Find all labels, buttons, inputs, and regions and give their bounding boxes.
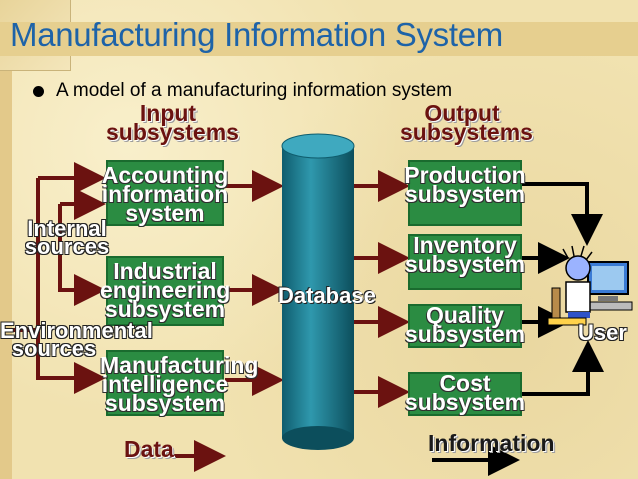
production-box[interactable]	[408, 160, 522, 226]
accounting-label: Accounting information system	[101, 162, 229, 226]
manufacturing-intelligence-box[interactable]	[106, 350, 224, 416]
input-subsystems-header: Input subsystems	[106, 100, 239, 145]
database-cylinder	[281, 133, 355, 450]
user-computer-icon	[547, 245, 633, 326]
industrial-box[interactable]	[106, 256, 224, 326]
user-label: User	[578, 320, 627, 345]
environmental-sources-label: Environmental sources	[0, 318, 153, 361]
left-decor-bar	[0, 0, 12, 479]
quality-label: Quality subsystem	[404, 302, 526, 347]
cost-to-user	[522, 340, 604, 396]
cost-label: Cost subsystem	[404, 370, 526, 415]
manufacturing-intelligence-label: Manufacturing intelligence subsystem	[100, 352, 259, 416]
output-subsystems-header: Output subsystems	[400, 100, 533, 145]
accounting-box[interactable]	[106, 160, 224, 226]
database-label: Database	[278, 283, 376, 308]
quality-box[interactable]	[408, 304, 522, 348]
int-spine	[58, 204, 106, 306]
inventory-label: Inventory subsystem	[404, 232, 526, 277]
prod-to-user	[522, 182, 603, 246]
cost-box[interactable]	[408, 372, 522, 416]
industrial-label: Industrial engineering subsystem	[100, 258, 231, 322]
env-to-mfg	[36, 330, 106, 394]
bullet-icon	[33, 86, 44, 97]
slide-title: Manufacturing Information System	[10, 16, 503, 53]
title-band	[0, 22, 638, 56]
production-label: Production subsystem	[404, 162, 526, 207]
legend-information-label: Information	[428, 430, 555, 456]
slide-subtitle: A model of a manufacturing information s…	[56, 80, 453, 101]
inventory-box[interactable]	[408, 234, 522, 290]
internal-sources-label: Internal sources	[24, 216, 110, 259]
legend-data-label: Data	[124, 436, 174, 462]
